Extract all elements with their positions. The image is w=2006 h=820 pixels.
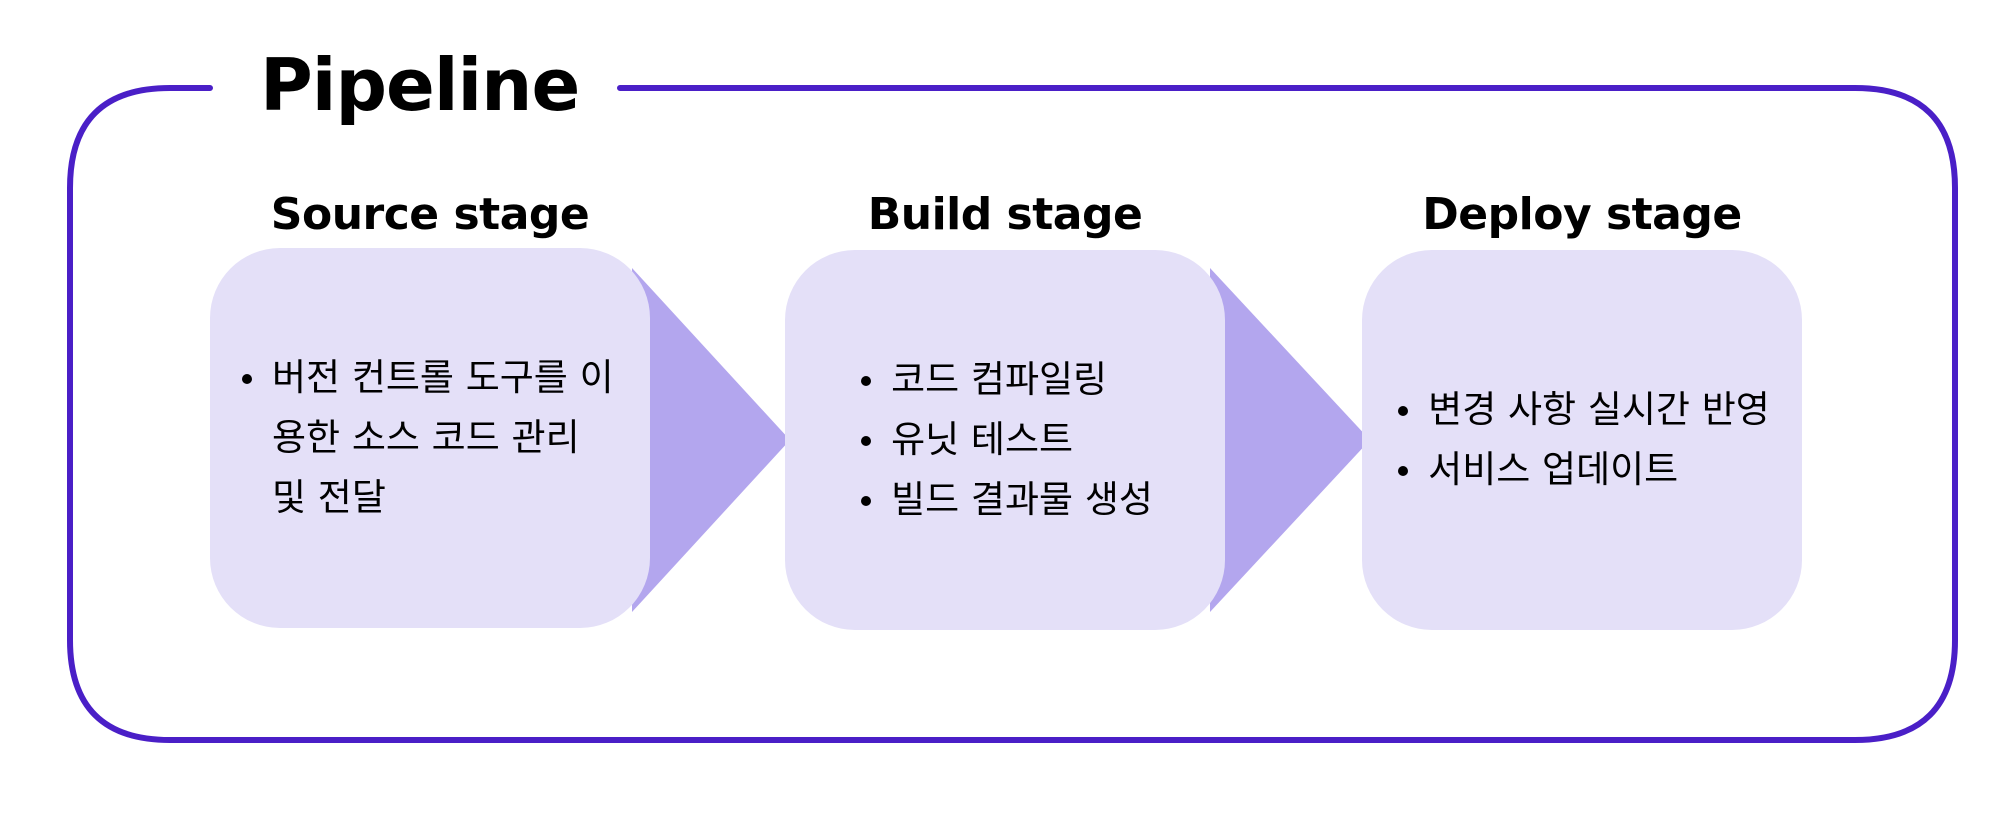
stage-card-build: 코드 컴파일링 유닛 테스트 빌드 결과물 생성 bbox=[785, 250, 1225, 630]
stage-item: 코드 컴파일링 bbox=[861, 350, 1153, 410]
stage-item: 서비스 업데이트 bbox=[1398, 440, 1770, 500]
pipeline-title: Pipeline bbox=[260, 43, 580, 127]
stage-item: 유닛 테스트 bbox=[861, 410, 1153, 470]
stage-card-deploy: 변경 사항 실시간 반영 서비스 업데이트 bbox=[1362, 250, 1802, 630]
arrow-build-to-deploy bbox=[1210, 268, 1370, 612]
stage-items-build: 코드 컴파일링 유닛 테스트 빌드 결과물 생성 bbox=[857, 350, 1153, 530]
stage-card-source: 버전 컨트롤 도구를 이용한 소스 코드 관리 및 전달 bbox=[210, 248, 650, 628]
stage-item: 변경 사항 실시간 반영 bbox=[1398, 380, 1770, 440]
stage-item: 빌드 결과물 생성 bbox=[861, 470, 1153, 530]
stage-title-deploy: Deploy stage bbox=[1422, 189, 1742, 240]
stage-items-source: 버전 컨트롤 도구를 이용한 소스 코드 관리 및 전달 bbox=[238, 348, 622, 528]
stage-item: 버전 컨트롤 도구를 이용한 소스 코드 관리 및 전달 bbox=[242, 348, 622, 528]
arrow-source-to-build bbox=[632, 268, 790, 612]
stage-title-source: Source stage bbox=[270, 189, 590, 240]
stage-title-build: Build stage bbox=[867, 189, 1143, 240]
stage-items-deploy: 변경 사항 실시간 반영 서비스 업데이트 bbox=[1394, 380, 1770, 500]
